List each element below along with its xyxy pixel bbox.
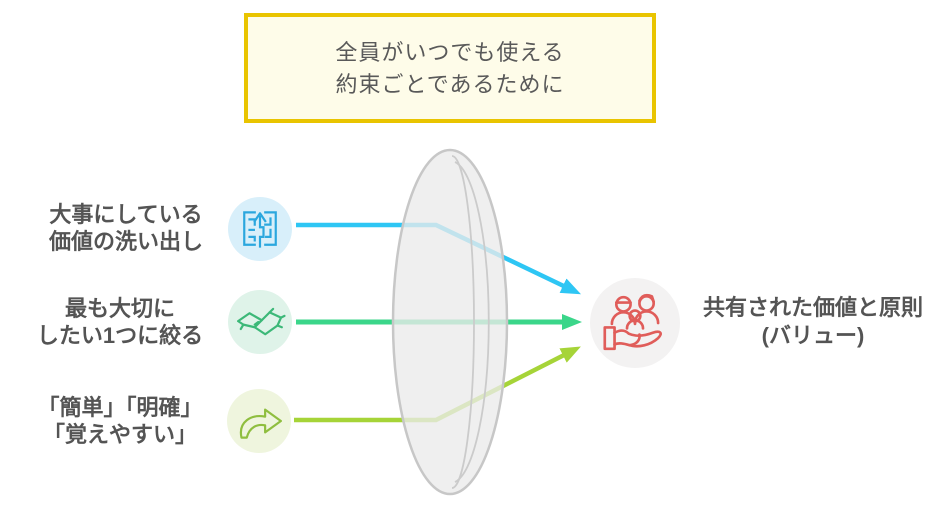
output-label-line-1: 共有された価値と原則 (702, 295, 923, 320)
input-label-2: 最も大切に したい1つに絞る (15, 295, 225, 349)
input-icon-badge-3 (227, 389, 291, 453)
curved-arrow-icon (239, 408, 282, 439)
input-label-1-line-2: 価値の洗い出し (48, 229, 203, 254)
title-line: 全員がいつでも使える (335, 39, 565, 65)
input-label-1-line-1: 大事にしている (49, 202, 203, 227)
input-label-1: 大事にしている 価値の洗い出し (21, 201, 231, 255)
input-label-3-line-2: 「覚えやすい」 (42, 422, 197, 447)
handshake-icon (237, 307, 286, 336)
lens-rim-line-outer (454, 161, 490, 483)
input-label-2-line-1: 最も大切に (64, 296, 175, 321)
lens-rim-line-inner (451, 155, 475, 489)
title-box: 全員がいつでも使える 約束ごとであるために (244, 13, 656, 123)
title-line: 約束ごとであるために (335, 71, 565, 97)
output-label: 共有された価値と原則 (バリュー) (688, 294, 938, 350)
input-label-3: 「簡単」「明確」 「覚えやすい」 (15, 394, 225, 448)
people-on-hand-icon (603, 293, 662, 351)
maze-icon (243, 211, 277, 248)
input-icon-badge-1 (228, 197, 292, 261)
input-label-3-line-1: 「簡単」「明確」 (37, 395, 203, 420)
output-icon-badge (590, 278, 680, 368)
lens-shape (391, 148, 509, 496)
input-label-2-line-2: したい1つに絞る (36, 323, 204, 348)
output-label-line-2: (バリュー) (761, 323, 865, 348)
lens-face (391, 148, 509, 496)
input-icon-badge-2 (228, 290, 292, 354)
